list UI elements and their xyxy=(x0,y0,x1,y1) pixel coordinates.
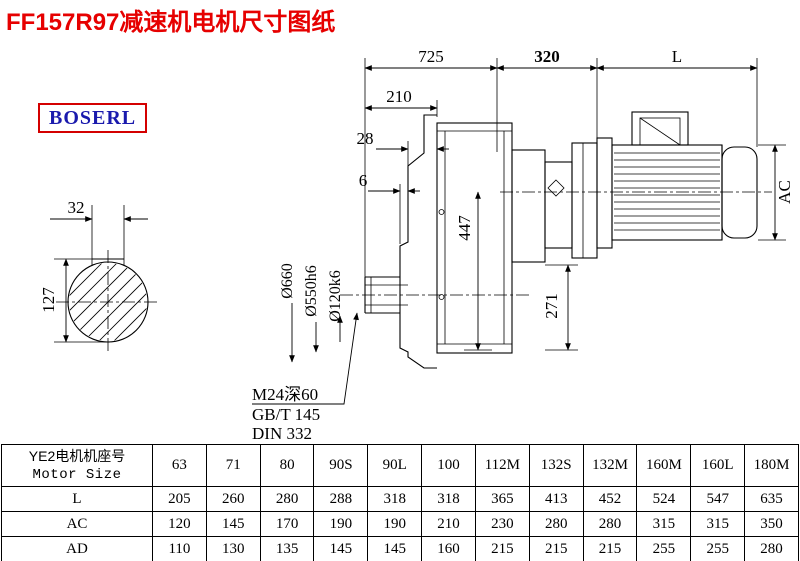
dimension-value: 413 xyxy=(528,486,584,512)
dimension-row-label: AD xyxy=(1,536,153,561)
motor-frame-column: 100 xyxy=(421,444,476,487)
note-gb-label: GB/T 145 xyxy=(252,405,320,424)
motor-frame-column: 63 xyxy=(152,444,207,487)
dim-210-label: 210 xyxy=(386,87,412,106)
left-view-dimensions: 32 127 xyxy=(39,198,148,343)
motor-frame-column: 90L xyxy=(367,444,423,487)
dimension-value: 260 xyxy=(205,486,261,512)
dimension-value: 288 xyxy=(313,486,369,512)
dimension-value: 145 xyxy=(367,536,423,561)
dim-127-label: 127 xyxy=(39,287,58,313)
dimension-value: 215 xyxy=(474,536,530,561)
dimension-value: 350 xyxy=(744,511,799,537)
motor-adapter xyxy=(511,142,598,263)
eyebolt-symbol xyxy=(547,179,565,197)
dimension-value: 318 xyxy=(367,486,423,512)
dimension-value: 315 xyxy=(690,511,746,537)
note-tap-label: M24深60 xyxy=(252,385,318,404)
dim-L-label: L xyxy=(672,47,682,66)
dimension-value: 120 xyxy=(152,511,207,537)
mounting-flange xyxy=(399,114,437,369)
dimension-value: 524 xyxy=(636,486,692,512)
shaft-end-view xyxy=(56,250,160,354)
bolt-hole xyxy=(438,209,445,215)
dimension-row-label: L xyxy=(1,486,153,512)
technical-drawing: 32 127 xyxy=(39,47,794,443)
motor-frame-column: 132S xyxy=(528,444,584,487)
dimension-value: 230 xyxy=(474,511,530,537)
dimension-value: 280 xyxy=(528,511,584,537)
motor-size-header-cn: YE2电机机座号 xyxy=(28,448,126,464)
motor-frame-column: 90S xyxy=(313,444,369,487)
page-title: FF157R97减速机电机尺寸图纸 xyxy=(6,9,336,36)
dim-32-label: 32 xyxy=(68,198,85,217)
dimension-value: 210 xyxy=(421,511,476,537)
dimension-value: 215 xyxy=(582,536,638,561)
dimension-value: 215 xyxy=(528,536,584,561)
motor-size-header-en: Motor Size xyxy=(32,467,122,483)
motor-size-header-cell: YE2电机机座号 Motor Size xyxy=(1,444,153,487)
dimension-value: 145 xyxy=(205,511,261,537)
motor-frame-column: 132M xyxy=(582,444,638,487)
motor-flange xyxy=(596,137,613,249)
dimension-value: 318 xyxy=(421,486,476,512)
dim-725-label: 725 xyxy=(418,47,444,66)
dimension-value: 280 xyxy=(259,486,315,512)
fan-cover xyxy=(721,146,758,239)
dim-dia550-label: Ø550h6 xyxy=(303,265,320,317)
motor-frame-column: 160L xyxy=(690,444,746,487)
gearbox-housing xyxy=(436,122,513,354)
cooling-fins xyxy=(614,152,720,231)
dimension-value: 635 xyxy=(744,486,799,512)
dimension-value: 160 xyxy=(421,536,476,561)
dimension-value: 315 xyxy=(636,511,692,537)
motor-frame-column: 112M xyxy=(474,444,530,487)
dimension-value: 365 xyxy=(474,486,530,512)
motor-body xyxy=(611,144,723,241)
dimension-value: 190 xyxy=(313,511,369,537)
dimension-value: 205 xyxy=(152,486,207,512)
dimension-value: 110 xyxy=(152,536,207,561)
dimension-value: 280 xyxy=(582,511,638,537)
motor-frame-column: 160M xyxy=(636,444,692,487)
machine-side-view xyxy=(340,111,772,369)
dimension-value: 280 xyxy=(744,536,799,561)
dimension-value: 190 xyxy=(367,511,423,537)
bolt-hole xyxy=(438,294,445,300)
boserl-logo: BOSERL xyxy=(38,103,148,133)
dim-447-label: 447 xyxy=(455,215,474,241)
dimension-value: 170 xyxy=(259,511,315,537)
dimension-value: 547 xyxy=(690,486,746,512)
dim-271-label: 271 xyxy=(542,293,561,319)
dim-dia660-label: Ø660 xyxy=(279,263,296,299)
dimension-value: 130 xyxy=(205,536,261,561)
dimension-value: 145 xyxy=(313,536,369,561)
dimension-value: 255 xyxy=(690,536,746,561)
main-dimensions: 725 320 L 210 28 6 447 271 xyxy=(279,47,794,363)
note-din-label: DIN 332 xyxy=(252,424,312,443)
dim-AC-label: AC xyxy=(775,180,794,204)
dimension-value: 135 xyxy=(259,536,315,561)
dim-28-label: 28 xyxy=(357,129,374,148)
motor-frame-column: 71 xyxy=(205,444,261,487)
dim-320-label: 320 xyxy=(534,47,560,66)
dim-dia120-label: Ø120k6 xyxy=(327,270,344,322)
dimension-value: 452 xyxy=(582,486,638,512)
dim-6-label: 6 xyxy=(359,171,368,190)
dimension-row-label: AC xyxy=(1,511,153,537)
motor-frame-column: 80 xyxy=(259,444,315,487)
dimension-value: 255 xyxy=(636,536,692,561)
motor xyxy=(596,111,758,249)
terminal-box xyxy=(631,111,689,146)
motor-frame-column: 180M xyxy=(744,444,799,487)
shaft-end-notes: M24深60 GB/T 145 DIN 332 xyxy=(252,312,359,443)
